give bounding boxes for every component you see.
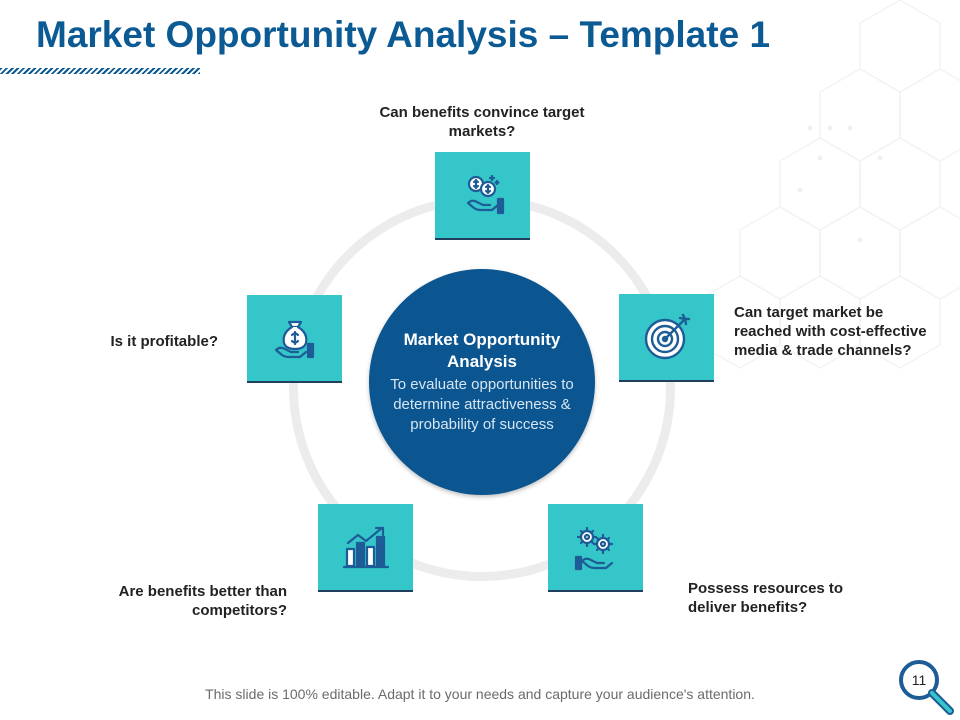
- center-title: Market Opportunity Analysis: [403, 330, 561, 371]
- hand-money-bag-icon: [274, 320, 314, 359]
- node-is-profitable: [247, 295, 342, 383]
- slide-title: Market Opportunity Analysis – Template 1: [36, 14, 771, 55]
- node-target-market-reach: [619, 294, 714, 382]
- node-benefits-better: [318, 504, 413, 592]
- bar-chart-growth-icon: [342, 526, 389, 569]
- label-benefits-better: Are benefits better than competitors?: [118, 583, 287, 619]
- magnifier-icon: [899, 660, 954, 715]
- target-icon: [644, 313, 690, 360]
- hand-coins-icon: [466, 174, 504, 215]
- center-subtitle: To evaluate opportunities to determine a…: [390, 376, 574, 433]
- center-circle: Market Opportunity Analysis To evaluate …: [369, 269, 595, 495]
- label-target-market-reach: Can target market be reached with cost-e…: [734, 304, 927, 359]
- label-possess-resources: Possess resources to deliver benefits?: [688, 580, 844, 616]
- label-is-profitable: Is it profitable?: [110, 333, 218, 350]
- label-benefits-convince: Can benefits convince target markets?: [379, 104, 585, 140]
- hexagon-pattern-background: [699, 0, 960, 369]
- node-possess-resources: [548, 504, 643, 592]
- hand-gears-icon: [574, 526, 613, 571]
- footer-text: This slide is 100% editable. Adapt it to…: [205, 686, 755, 702]
- title-underline: [0, 68, 200, 74]
- node-benefits-convince: [435, 152, 530, 240]
- page-number: 11: [911, 672, 927, 688]
